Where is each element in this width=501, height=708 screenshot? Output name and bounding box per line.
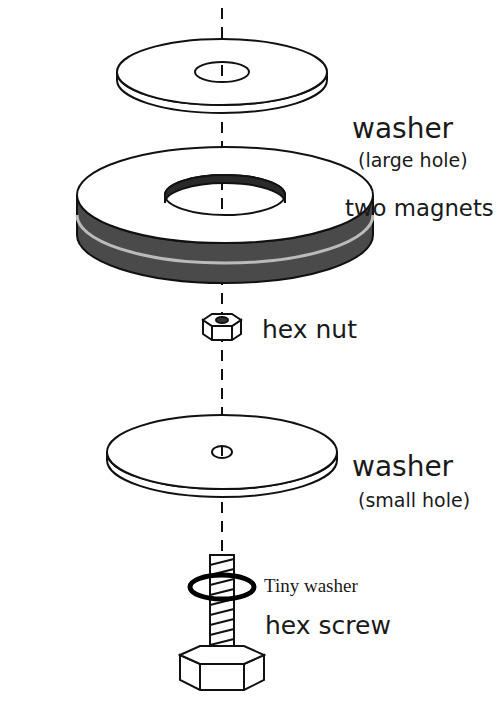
part-name: hex screw bbox=[265, 612, 391, 640]
magnet-pair bbox=[77, 147, 373, 283]
part-name: washer bbox=[352, 114, 453, 145]
part-note: (large hole) bbox=[358, 150, 468, 171]
part-name: Tiny washer bbox=[264, 576, 358, 597]
hex-screw bbox=[180, 555, 264, 690]
part-note: (small hole) bbox=[358, 490, 470, 511]
large-hole-washer bbox=[117, 39, 327, 113]
tiny-washer-ring bbox=[190, 575, 254, 599]
part-name: hex nut bbox=[262, 316, 357, 344]
small-hole-washer bbox=[107, 415, 337, 497]
part-name: two magnets bbox=[345, 196, 494, 221]
part-name: washer bbox=[352, 452, 453, 483]
hex-nut bbox=[203, 314, 241, 340]
